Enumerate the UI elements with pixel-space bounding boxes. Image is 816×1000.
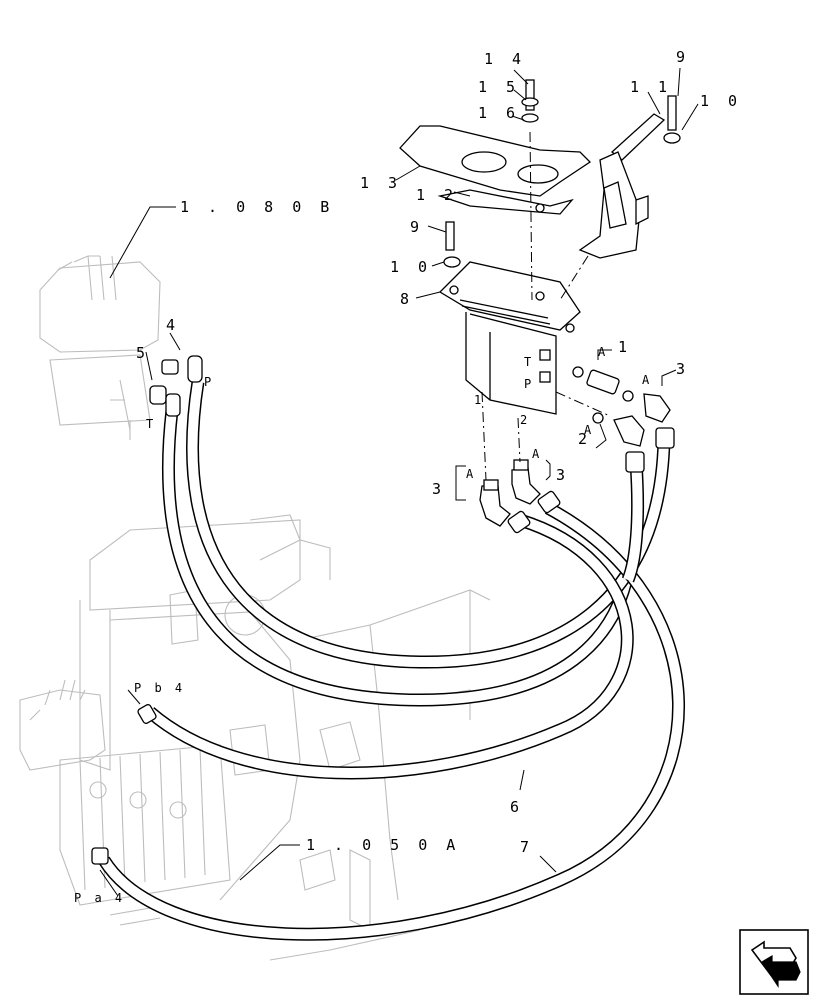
label-A-2: A — [642, 373, 652, 387]
label-A-3: A — [584, 423, 594, 437]
port-P: P — [524, 377, 534, 391]
label-A-5: A — [466, 467, 476, 481]
label-A-1: A — [598, 345, 608, 359]
port-Pa4: P a 4 — [74, 891, 125, 905]
pilot-valve-8 — [438, 261, 581, 415]
hoses — [98, 380, 685, 941]
fittings — [91, 355, 675, 865]
callout-9-left: 9 — [410, 218, 424, 236]
callout-15: 1 5 — [478, 78, 520, 96]
callout-3-left: 3 — [432, 480, 446, 498]
callout-13: 1 3 — [360, 174, 402, 192]
port-T-small: T — [146, 417, 156, 431]
callout-3-mid: 3 — [556, 466, 570, 484]
port-T: T — [524, 355, 534, 369]
callout-9-top: 9 — [676, 48, 690, 66]
bracket-11 — [443, 79, 681, 268]
leader-lines — [99, 67, 699, 897]
assembly-lines — [481, 131, 611, 481]
reference-1-080B: 1 . 0 8 0 B — [180, 198, 334, 216]
callout-6: 6 — [510, 798, 524, 816]
port-2: 2 — [520, 413, 530, 427]
callout-10-top: 1 0 — [700, 92, 742, 110]
callout-8: 8 — [400, 290, 414, 308]
callout-2: 2 — [578, 430, 592, 448]
callout-7: 7 — [520, 838, 534, 856]
label-A-4: A — [532, 447, 542, 461]
port-P-small: P — [204, 375, 214, 389]
callout-12: 1 2 — [416, 186, 458, 204]
next-page-arrow-icon[interactable] — [739, 929, 809, 995]
callout-11: 1 1 — [630, 78, 672, 96]
reference-1-050A: 1 . 0 5 0 A — [306, 836, 460, 854]
callout-14: 1 4 — [484, 50, 526, 68]
callout-16: 1 6 — [478, 104, 520, 122]
callout-1: 1 — [618, 338, 632, 356]
callout-4: 4 — [166, 316, 180, 334]
ghost-machine-frame — [19, 255, 491, 961]
callout-5: 5 — [136, 344, 150, 362]
port-1: 1 — [474, 393, 484, 407]
callouts: 1 4 1 5 1 6 1 3 1 2 9 1 1 1 0 9 1 0 8 1 … — [74, 48, 742, 905]
callout-10-left: 1 0 — [390, 258, 432, 276]
callout-3-right: 3 — [676, 360, 690, 378]
pedal-assembly — [399, 125, 592, 215]
port-Pb4: P b 4 — [134, 681, 185, 695]
